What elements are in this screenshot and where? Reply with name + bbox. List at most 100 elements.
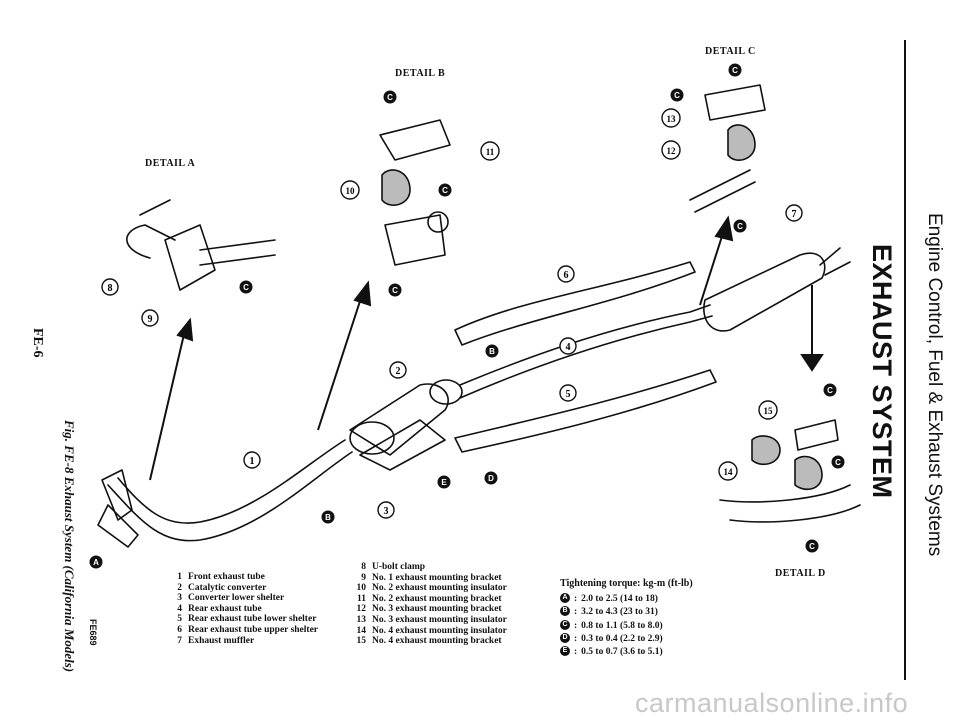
detail-c-insulator [727,124,756,161]
detail-d-bracket [794,419,839,451]
svg-text:C: C [392,286,398,295]
callout-15-text: 15 [764,406,774,416]
callout-4-text: 4 [566,342,571,353]
detail-d-mount [751,435,781,466]
callout-3 [377,501,395,519]
rear-exhaust-tube-edge [459,315,713,399]
svg-text:C: C [809,542,815,551]
torque-mark-b2 [321,510,335,524]
torque-mark-c4 [388,283,402,297]
torque-mark-c9 [831,455,845,469]
watermark: carmanualsonline.info [635,688,909,718]
front-exhaust-tube [107,451,353,542]
rear-tube-lower-shelter [454,369,717,453]
torque-mark-c6 [670,88,684,102]
callout-9 [141,309,159,327]
torque-mark-icon: C [560,619,570,630]
callout-6-text: 6 [564,270,569,281]
callout-1-text: 1 [250,456,255,467]
detail-c-label: DETAIL C [705,46,756,57]
torque-mark-c10 [805,539,819,553]
torque-mark-icon: A [560,593,570,603]
torque-mark-c3 [438,183,452,197]
torque-row: E:0.5 to 0.7 (3.6 to 5.1) [560,646,693,659]
torque-row: A:2.0 to 2.5 (14 to 18) [560,593,693,606]
torque-mark-d [484,471,498,485]
right-divider [904,40,906,680]
torque-mark-b [485,344,499,358]
svg-text:C: C [835,458,841,467]
callout-8-text: 8 [108,283,113,294]
callout-13 [661,108,681,128]
callout-7 [785,204,803,222]
torque-mark-c2 [383,90,397,104]
callout-7-text: 7 [792,209,797,220]
rear-exhaust-tube [459,304,711,386]
front-bracket [97,504,139,548]
detail-c-bracket [704,84,766,121]
callout-4 [559,337,577,355]
torque-row: B:3.2 to 4.3 (23 to 31) [560,606,693,619]
callout-12 [661,140,681,160]
rear-tube-upper-shelter [454,261,696,346]
detail-b-bracket [379,119,451,161]
detail-d-label: DETAIL D [775,568,826,579]
torque-mark-icon: D [560,632,570,643]
svg-text:D: D [488,474,494,483]
exhaust-system-diagram: 1 2 3 4 5 6 7 8 9 10 11 12 13 14 15 A B … [89,63,861,569]
torque-mark-icon: B [560,606,570,617]
callout-14-text: 14 [724,467,734,477]
torque-mark-c [239,280,253,294]
callout-12-text: 12 [667,146,677,156]
callout-11-text: 11 [486,147,495,157]
section-title: Engine Control, Fuel & Exhaust Systems [924,213,945,557]
svg-text:C: C [243,283,249,292]
svg-text:B: B [325,513,331,522]
converter-inlet [349,421,395,455]
callout-9-text: 9 [148,314,153,325]
svg-text:C: C [737,222,743,231]
torque-row: D:0.3 to 0.4 (2.2 to 2.9) [560,632,693,646]
detail-a-ubolt [126,224,176,259]
torque-table: Tightening torque: kg-m (ft-lb) A:2.0 to… [560,578,693,659]
exhaust-muffler [703,252,826,332]
torque-mark-c5 [728,63,742,77]
callout-14 [718,461,738,481]
svg-text:C: C [442,186,448,195]
callout-6 [557,265,575,283]
svg-text:C: C [827,386,833,395]
converter-outlet [429,379,463,405]
torque-mark-a [89,555,103,569]
svg-text:C: C [387,93,393,102]
callout-11 [480,141,500,161]
detail-b-label: DETAIL B [395,68,446,79]
callout-10-text: 10 [346,186,356,196]
torque-title: Tightening torque: kg-m (ft-lb) [560,578,693,589]
svg-text:A: A [93,558,99,567]
torque-mark-c8 [823,383,837,397]
detail-b-hanger [384,214,446,266]
detail-d-insulator [794,455,823,491]
detail-a-label: DETAIL A [145,158,196,169]
callout-13-text: 13 [667,114,677,124]
callout-8 [101,278,119,296]
figure-code: FE689 [88,619,98,646]
catalytic-converter-body [349,383,449,456]
converter-lower-shelter [359,419,446,471]
torque-mark-c7 [733,219,747,233]
callout-5 [559,384,577,402]
